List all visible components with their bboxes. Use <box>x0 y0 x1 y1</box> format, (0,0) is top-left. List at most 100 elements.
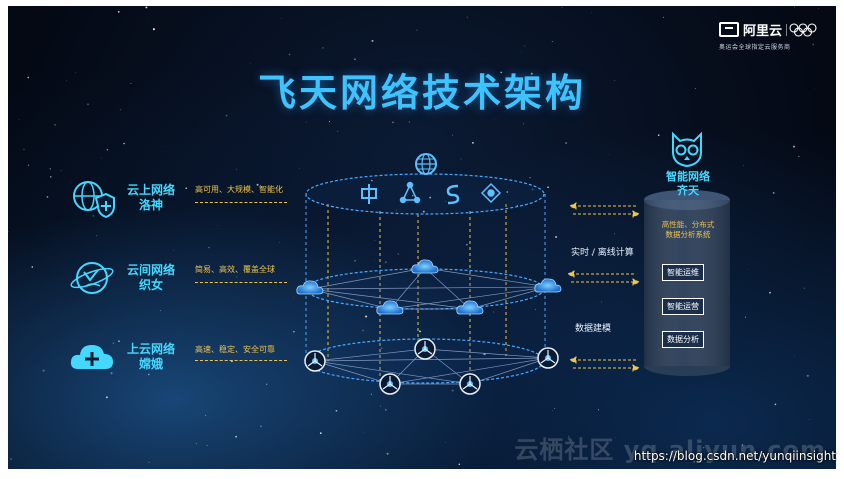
star <box>601 301 603 303</box>
star <box>741 444 743 446</box>
star <box>547 186 549 189</box>
star <box>23 148 25 151</box>
star <box>185 187 188 190</box>
logo-brand: 阿里云 <box>718 20 822 39</box>
left-item-name: 云上网络 <box>126 183 175 197</box>
cloud-node-icon <box>456 300 484 315</box>
star <box>471 141 474 144</box>
cloud-plus-icon <box>70 345 113 369</box>
star <box>206 444 208 446</box>
star <box>476 89 479 92</box>
star <box>105 396 108 399</box>
star <box>613 233 615 235</box>
star <box>342 108 344 110</box>
star <box>335 409 338 412</box>
cloud-nodes <box>296 259 562 315</box>
cloud-node-icon <box>534 278 562 293</box>
star <box>535 308 536 310</box>
star <box>217 225 219 226</box>
smart-network-sub: 齐天 <box>677 184 699 197</box>
star <box>110 372 113 375</box>
page-title: 飞天网络技术架构 <box>257 71 586 115</box>
star <box>444 200 446 202</box>
star <box>49 168 51 170</box>
watermark: 云栖社区 yq.aliyun.com <box>514 436 826 464</box>
owl-icon <box>672 131 702 168</box>
star <box>213 229 214 230</box>
top-layer-ellipse <box>305 173 545 215</box>
smart-network-label: 智能网络 齐天 <box>646 170 730 198</box>
star <box>814 87 816 89</box>
olympic-rings-icon <box>786 22 817 37</box>
compute-label: 实时 / 离线计算 <box>571 248 634 258</box>
star <box>412 195 414 197</box>
star <box>119 109 122 111</box>
star <box>374 240 376 241</box>
star <box>379 405 382 407</box>
star <box>744 316 747 318</box>
star <box>18 119 20 120</box>
star <box>288 53 291 56</box>
star <box>429 196 432 199</box>
star <box>555 235 558 239</box>
left-item-luoshen: 云上网络 洛神 <box>68 178 178 218</box>
star <box>354 58 356 60</box>
left-item-desc: 高速、稳定、安全可靠 <box>195 345 275 354</box>
shield-globe-icon <box>73 181 115 218</box>
star <box>123 142 125 145</box>
smart-operation-box: 智能运营 <box>662 298 704 315</box>
star <box>260 425 262 428</box>
star <box>31 266 34 268</box>
left-item-zhinv: 云间网络 织女 <box>68 258 178 298</box>
data-analysis-box: 数据分析 <box>662 331 704 348</box>
star <box>419 330 421 333</box>
star <box>561 6 563 8</box>
triangle-node-icon <box>399 181 421 204</box>
star <box>793 145 795 148</box>
star <box>256 183 259 186</box>
star <box>591 253 592 255</box>
modeling-label: 数据建模 <box>575 324 612 334</box>
star <box>112 342 115 345</box>
star <box>148 373 150 376</box>
cylinder-desc-line1: 高性能、分布式 <box>661 220 715 229</box>
star <box>512 183 514 185</box>
star <box>8 230 9 233</box>
star <box>694 88 696 90</box>
star <box>322 47 324 49</box>
star <box>772 191 775 194</box>
star <box>769 291 771 294</box>
star <box>194 267 197 269</box>
left-item-label: 云间网络 织女 <box>124 263 178 293</box>
diamond-network-icon <box>480 182 502 204</box>
star <box>75 72 77 73</box>
cloud-node-icon <box>411 259 439 274</box>
star <box>236 168 238 170</box>
star <box>774 403 777 406</box>
star <box>208 246 210 249</box>
hub-node-icon <box>459 373 481 395</box>
cloud-node-icon <box>296 280 324 295</box>
left-item-change: 上云网络 嫦娥 <box>68 337 178 377</box>
star <box>693 460 696 463</box>
data-cylinder <box>644 190 730 376</box>
star <box>385 409 387 411</box>
star <box>173 249 175 251</box>
star <box>794 6 796 8</box>
star <box>384 261 387 264</box>
star <box>460 158 462 160</box>
star <box>806 374 809 377</box>
star <box>27 76 30 79</box>
star <box>395 209 398 211</box>
star <box>305 121 307 123</box>
star <box>235 435 237 438</box>
star <box>54 124 56 126</box>
star <box>371 39 374 42</box>
star <box>60 170 62 172</box>
star <box>568 435 569 437</box>
star <box>106 149 108 151</box>
hub-node-icon <box>537 347 559 369</box>
star <box>354 260 356 262</box>
star <box>50 176 52 178</box>
star <box>458 463 461 466</box>
